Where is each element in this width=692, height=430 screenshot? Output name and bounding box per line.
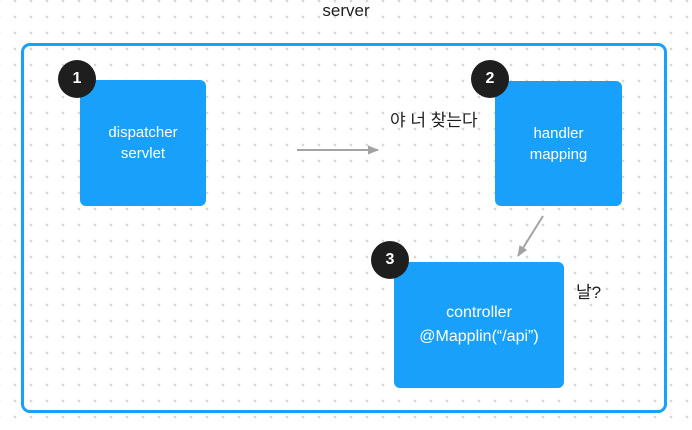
arrow-handler-to-controller[interactable] [517, 215, 544, 257]
step-badge-2[interactable]: 2 [471, 60, 509, 98]
dispatcher-servlet-box[interactable]: dispatcher servlet [80, 80, 206, 206]
controller-label-line1: controller [446, 304, 512, 321]
annotation-looking-for-you[interactable]: 야 너 찾는다 [390, 111, 478, 130]
controller-label-line2: @Mapplin(“/api”) [419, 328, 539, 345]
handler-mapping-box[interactable]: handler mapping [495, 81, 622, 206]
dispatcher-servlet-label-line2: servlet [120, 145, 166, 162]
annotation-me[interactable]: 날? [576, 283, 602, 302]
server-frame-title[interactable]: server [322, 1, 370, 20]
handler-mapping-label-line1: handler [533, 124, 584, 142]
step-badge-1[interactable]: 1 [58, 60, 96, 98]
dispatcher-servlet-label-line1: dispatcher [108, 124, 178, 141]
controller-box[interactable]: controller @Mapplin(“/api”) [394, 262, 564, 388]
step-badge-3[interactable]: 3 [371, 241, 409, 279]
server-frame[interactable] [21, 43, 667, 413]
handler-mapping-label-line2: mapping [529, 145, 588, 163]
